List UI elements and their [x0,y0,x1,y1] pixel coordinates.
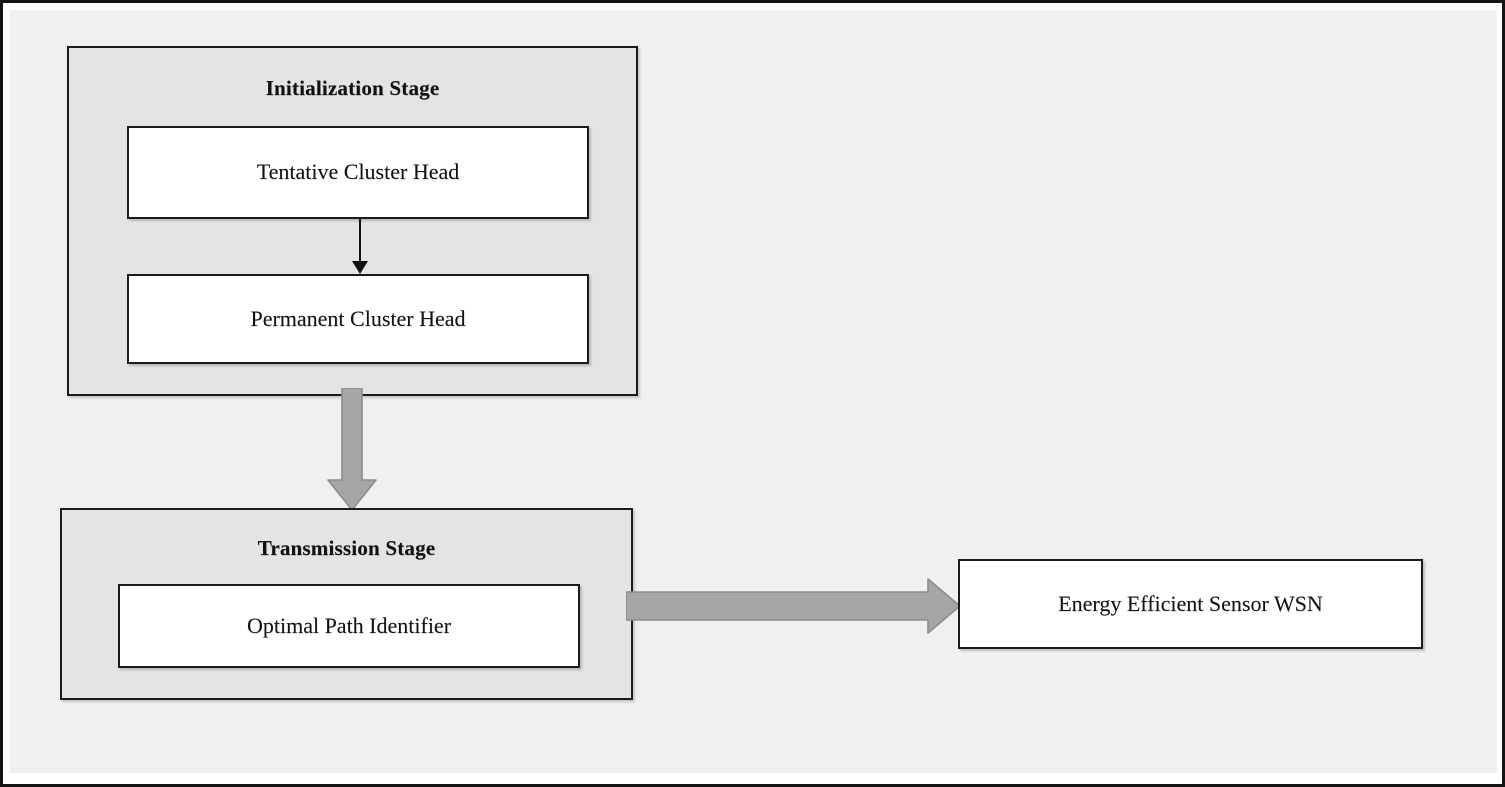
block-arrow-right-icon [626,578,961,634]
node-optimal-path-identifier[interactable]: Optimal Path Identifier [118,584,580,668]
stage-title-transmission: Transmission Stage [257,536,436,560]
connector-tentative-to-permanent [351,219,369,274]
connector-shaft [359,219,361,263]
node-permanent-cluster-head[interactable]: Permanent Cluster Head [127,274,589,364]
stage-box-transmission[interactable]: Transmission Stage Optimal Path Identifi… [60,508,633,700]
node-label-optimal-path-identifier: Optimal Path Identifier [246,612,452,638]
connector-arrowhead-down-icon [352,261,368,274]
stage-title-initialization: Initialization Stage [265,76,440,100]
node-label-permanent-cluster-head: Permanent Cluster Head [250,305,466,331]
connector-initialization-to-transmission [326,388,378,512]
block-arrow-down-icon [327,388,377,511]
connector-transmission-to-output [626,577,962,637]
node-label-energy-efficient-sensor-wsn: Energy Efficient Sensor WSN [1058,590,1323,616]
stage-box-initialization[interactable]: Initialization Stage Tentative Cluster H… [67,46,638,396]
diagram-canvas: Initialization Stage Tentative Cluster H… [10,10,1497,773]
node-energy-efficient-sensor-wsn[interactable]: Energy Efficient Sensor WSN [958,559,1423,649]
node-tentative-cluster-head[interactable]: Tentative Cluster Head [127,126,589,219]
node-label-tentative-cluster-head: Tentative Cluster Head [256,159,460,185]
